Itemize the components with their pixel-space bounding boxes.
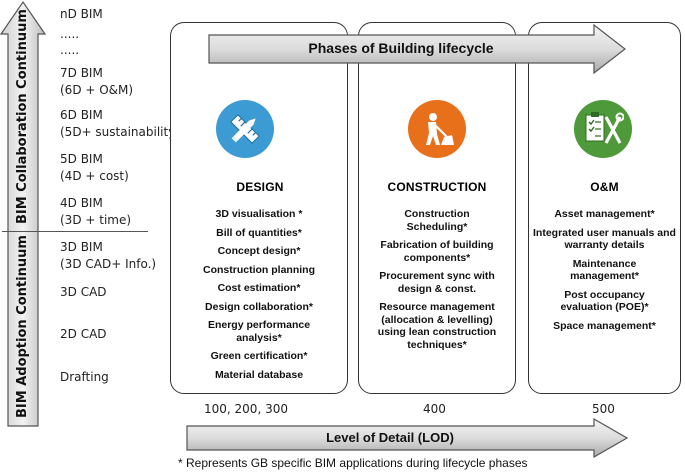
level-ellipsis: ..... bbox=[60, 43, 80, 57]
level-3d-bim: 3D BIM bbox=[60, 240, 103, 254]
design-item: Material database bbox=[214, 368, 304, 381]
level-6d-bim-desc: (5D+ sustainability) bbox=[60, 125, 180, 139]
worker-digging-icon bbox=[426, 113, 454, 145]
construction-icon-circle bbox=[408, 100, 466, 158]
lod-design-values: 100, 200, 300 bbox=[204, 402, 288, 416]
om-title: O&M bbox=[590, 180, 619, 194]
level-ellipsis: ..... bbox=[60, 27, 80, 41]
lod-om-value: 500 bbox=[592, 402, 615, 416]
construction-item: Resource management (allocation & levell… bbox=[377, 301, 497, 351]
footnote: * Represents GB specific BIM application… bbox=[178, 456, 528, 470]
design-item: Bill of quantities* bbox=[216, 226, 302, 239]
lod-arrow bbox=[186, 418, 628, 458]
continuum-divider bbox=[2, 231, 148, 232]
om-panel bbox=[528, 22, 681, 394]
om-item: Space management* bbox=[553, 319, 656, 332]
bim-continuum-arrow bbox=[0, 0, 46, 427]
om-item: Maintenance management* bbox=[570, 257, 639, 283]
om-icon-circle bbox=[574, 100, 632, 158]
ruler-pencil-icon bbox=[230, 114, 260, 144]
level-5d-bim: 5D BIM bbox=[60, 152, 103, 166]
design-item: Construction planning bbox=[203, 263, 315, 276]
design-item: Design collaboration* bbox=[205, 300, 313, 313]
construction-items: Construction Scheduling* Fabrication of … bbox=[364, 208, 510, 351]
design-title: DESIGN bbox=[236, 180, 284, 194]
construction-item: Construction Scheduling* bbox=[404, 208, 470, 233]
level-2d-cad: 2D CAD bbox=[60, 327, 107, 341]
construction-item: Fabrication of building components* bbox=[380, 239, 494, 264]
om-item: Integrated user manuals and warranty det… bbox=[533, 226, 676, 252]
bim-adoption-continuum-label: BIM Adoption Continuum bbox=[15, 235, 30, 418]
om-item: Asset management* bbox=[554, 208, 655, 220]
level-drafting: Drafting bbox=[60, 370, 109, 384]
bim-collaboration-continuum-label: BIM Collaboration Continuum bbox=[15, 9, 30, 224]
lod-construction-value: 400 bbox=[423, 402, 446, 416]
design-item: Cost estimation* bbox=[217, 282, 301, 294]
level-4d-bim-desc: (3D + time) bbox=[60, 213, 132, 227]
design-item: Green certification* bbox=[210, 350, 308, 362]
phases-arrow-label: Phases of Building lifecycle bbox=[308, 40, 494, 56]
phases-lifecycle-arrow bbox=[208, 24, 626, 74]
design-icon-circle bbox=[216, 100, 274, 158]
level-6d-bim: 6D BIM bbox=[60, 108, 103, 122]
level-7d-bim-desc: (6D + O&M) bbox=[60, 83, 134, 97]
level-5d-bim-desc: (4D + cost) bbox=[60, 169, 129, 183]
level-3d-cad: 3D CAD bbox=[60, 285, 107, 299]
level-nd-bim: nD BIM bbox=[60, 7, 103, 21]
design-item: 3D visualisation * bbox=[215, 208, 303, 220]
construction-item: Procurement sync with design & const. bbox=[379, 270, 495, 295]
lod-arrow-label: Level of Detail (LOD) bbox=[326, 430, 454, 445]
design-item: Concept design* bbox=[217, 245, 301, 257]
construction-panel bbox=[358, 22, 516, 394]
level-7d-bim: 7D BIM bbox=[60, 66, 103, 80]
checklist-tools-icon bbox=[585, 112, 624, 144]
om-item: Post occupancy evaluation (POE)* bbox=[560, 288, 649, 314]
level-4d-bim: 4D BIM bbox=[60, 196, 103, 210]
design-panel bbox=[170, 22, 348, 394]
design-item: Energy performance analysis* bbox=[207, 319, 311, 344]
level-3d-bim-desc: (3D CAD+ Info.) bbox=[60, 257, 157, 271]
design-items: 3D visualisation * Bill of quantities* C… bbox=[176, 208, 342, 381]
construction-title: CONSTRUCTION bbox=[387, 180, 487, 194]
om-items: Asset management* Integrated user manual… bbox=[532, 208, 677, 332]
